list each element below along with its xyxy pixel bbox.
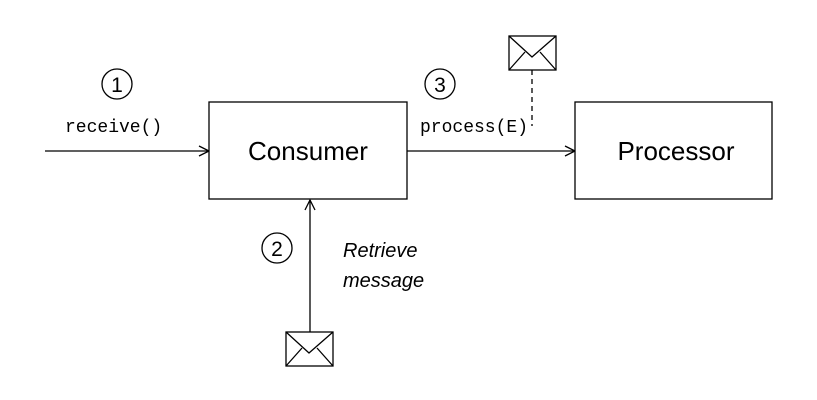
step-3-number: 3 — [434, 74, 446, 97]
step-3-label: process(E) — [420, 118, 528, 138]
step-1-badge: 1 — [101, 68, 133, 100]
step-2-label-line-1: Retrieve — [343, 240, 417, 262]
step-2-badge: 2 — [261, 232, 293, 264]
envelope-icon — [508, 35, 557, 71]
consumer-node: Consumer — [208, 101, 408, 200]
step-2-number: 2 — [271, 238, 283, 261]
envelope-icon — [285, 331, 334, 367]
processor-label: Processor — [617, 136, 734, 166]
step-3-badge: 3 — [424, 68, 456, 100]
step-1-number: 1 — [111, 74, 123, 97]
processor-node: Processor — [574, 101, 773, 200]
consumer-label: Consumer — [248, 136, 368, 166]
step-2-label-line-2: message — [343, 270, 424, 292]
step-1-label: receive() — [65, 118, 162, 138]
